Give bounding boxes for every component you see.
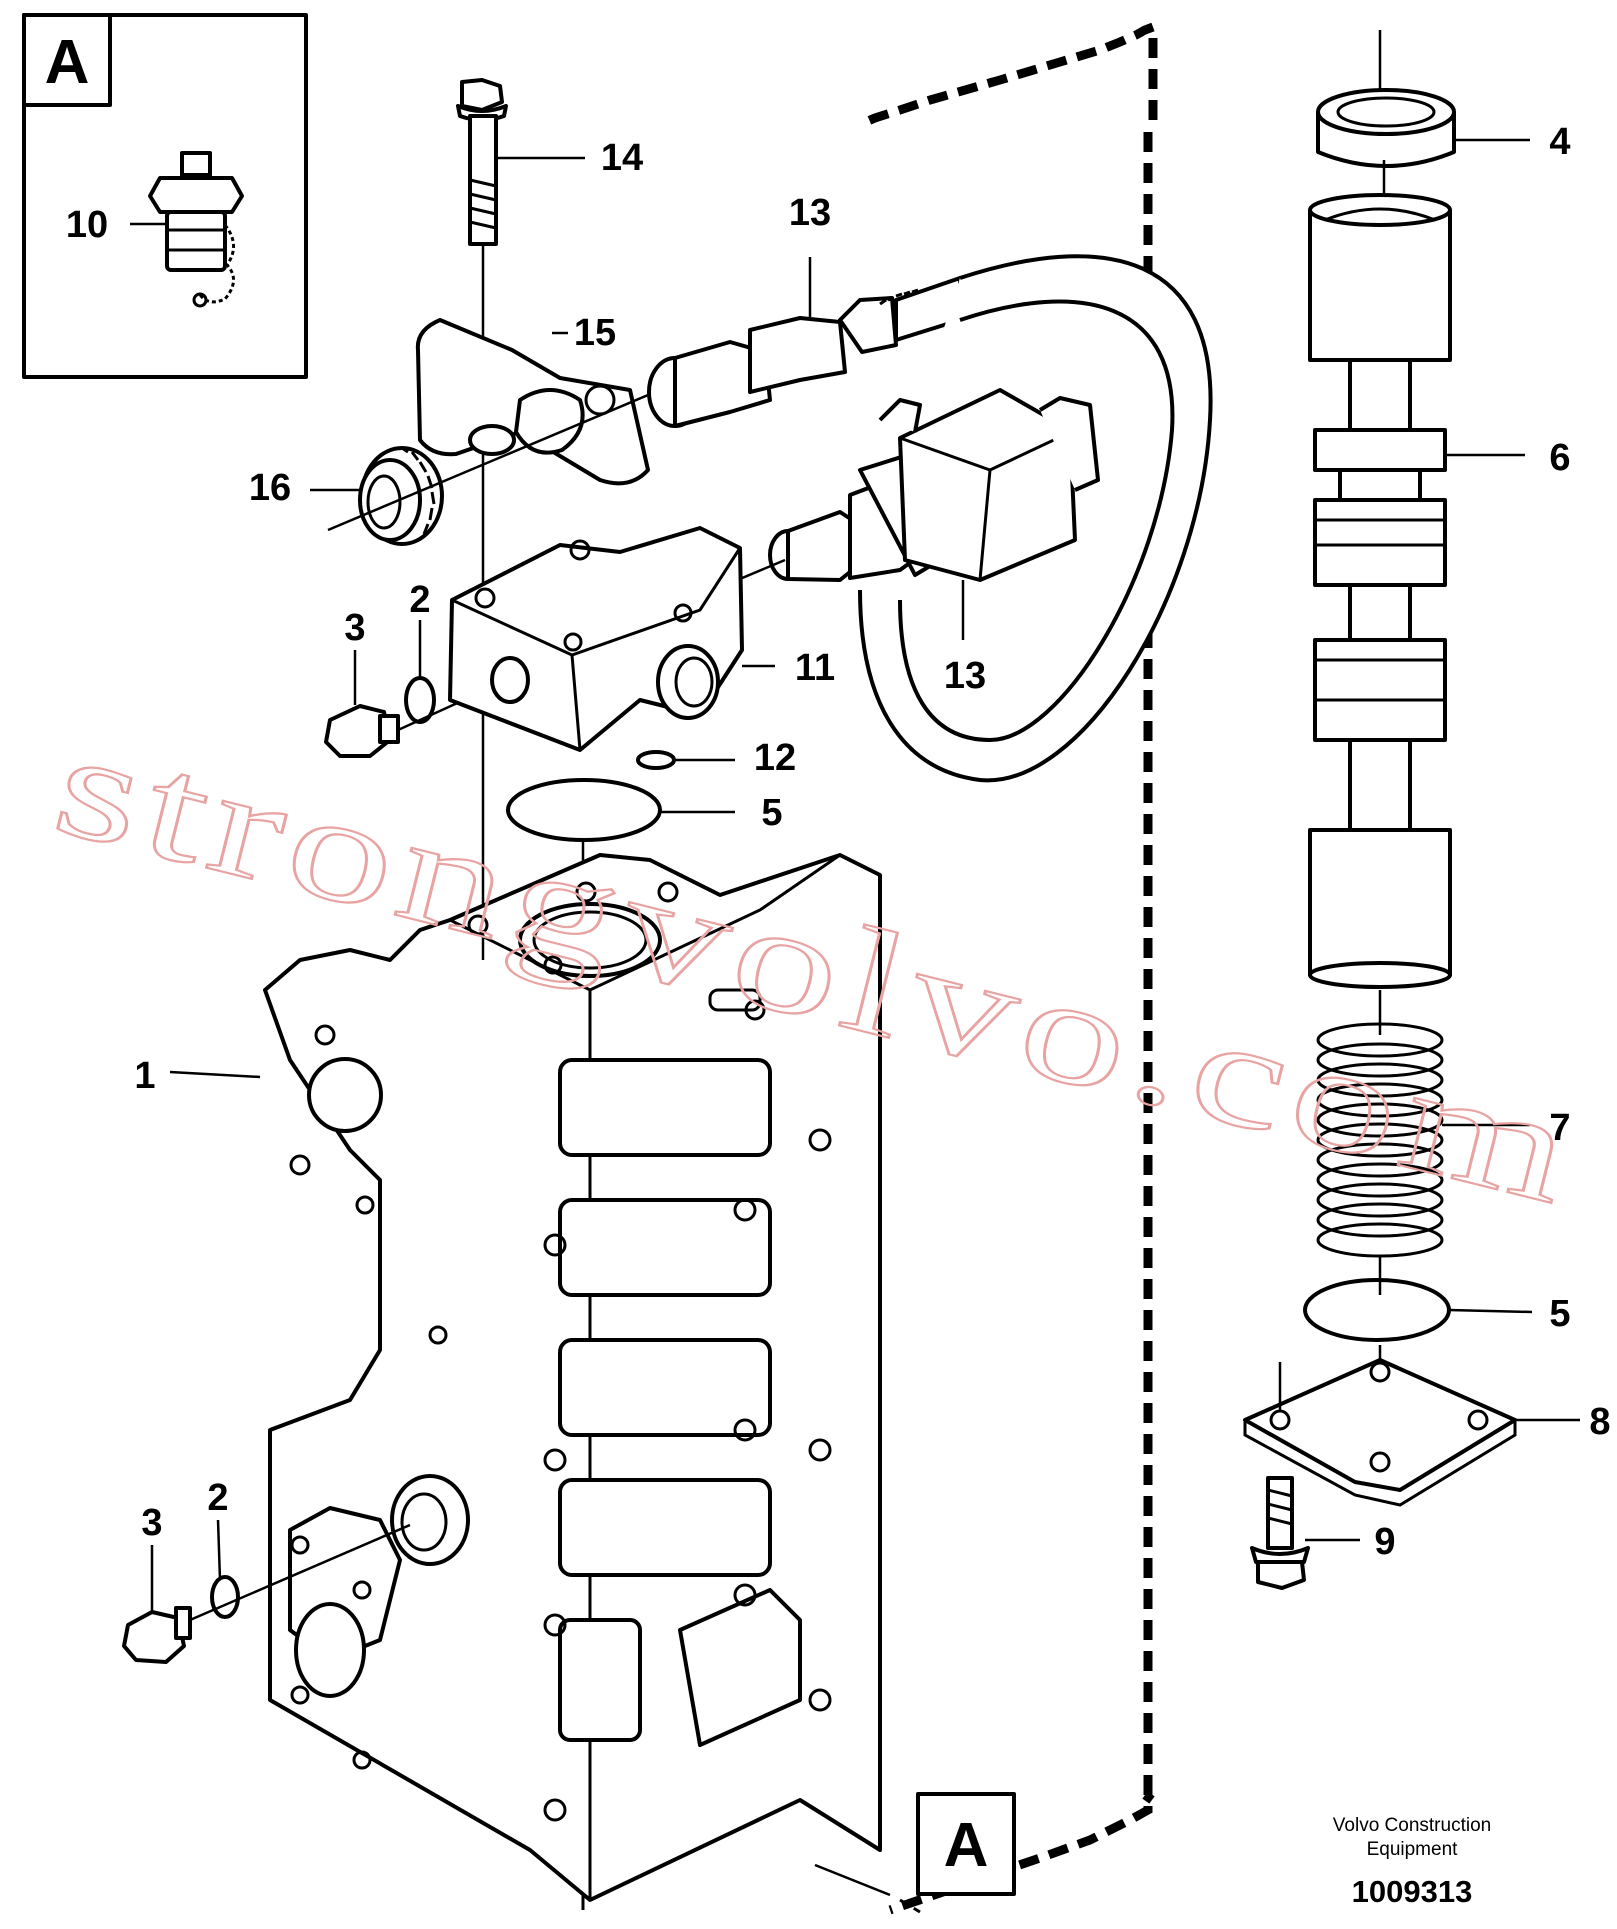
bolt-part-9 <box>1250 1476 1310 1590</box>
valve-housing-part-1 <box>263 853 882 1902</box>
callout-12: 12 <box>754 737 796 779</box>
spring-part-7 <box>1316 1022 1444 1258</box>
test-nipple-part-10 <box>148 151 244 308</box>
plug-part-3-lower <box>122 1606 192 1664</box>
bolt-part-14 <box>456 78 508 246</box>
spool-part-6 <box>1308 193 1452 989</box>
callout-2-lower: 2 <box>207 1477 228 1519</box>
inset-detail-a: A 10 <box>22 13 308 379</box>
o-ring-part-12 <box>636 750 676 770</box>
callout-4: 4 <box>1549 121 1570 163</box>
callout-10: 10 <box>66 204 108 246</box>
valve-cover-part-11 <box>448 526 744 752</box>
callout-8: 8 <box>1589 1401 1610 1443</box>
hose-fitting-part-13-upper <box>647 276 962 428</box>
callout-3-lower: 3 <box>141 1502 162 1544</box>
section-marker-a: A <box>916 1792 1016 1896</box>
drawing-number: 1009313 <box>1352 1874 1473 1909</box>
inset-label: A <box>45 28 90 97</box>
cover-plate-part-8 <box>1243 1358 1517 1507</box>
callout-16: 16 <box>249 467 291 509</box>
callout-2-upper: 2 <box>409 579 430 621</box>
callout-7: 7 <box>1549 1107 1570 1149</box>
o-ring-part-2-lower <box>210 1575 240 1619</box>
callout-13-lower: 13 <box>944 655 986 697</box>
pressure-sensor-part-13-lower <box>768 388 1100 582</box>
section-marker-label: A <box>944 1811 989 1880</box>
footer-company-line1: Volvo Construction <box>1333 1815 1491 1836</box>
callout-15: 15 <box>574 312 616 354</box>
nut-part-16 <box>358 446 444 546</box>
bracket-part-15 <box>415 318 650 486</box>
callout-14: 14 <box>601 137 643 179</box>
callout-3-upper: 3 <box>344 607 365 649</box>
callout-1: 1 <box>134 1055 155 1097</box>
callout-6: 6 <box>1549 437 1570 479</box>
o-ring-part-5-lower <box>1303 1278 1451 1342</box>
callout-11: 11 <box>795 647 835 689</box>
callout-13-upper: 13 <box>789 192 831 234</box>
callout-5-upper: 5 <box>761 792 782 834</box>
callout-9: 9 <box>1374 1521 1395 1563</box>
seal-part-4 <box>1316 88 1456 168</box>
callout-5-lower: 5 <box>1549 1293 1570 1335</box>
plug-part-3-upper <box>324 704 400 758</box>
footer-company-line2: Equipment <box>1367 1839 1459 1860</box>
